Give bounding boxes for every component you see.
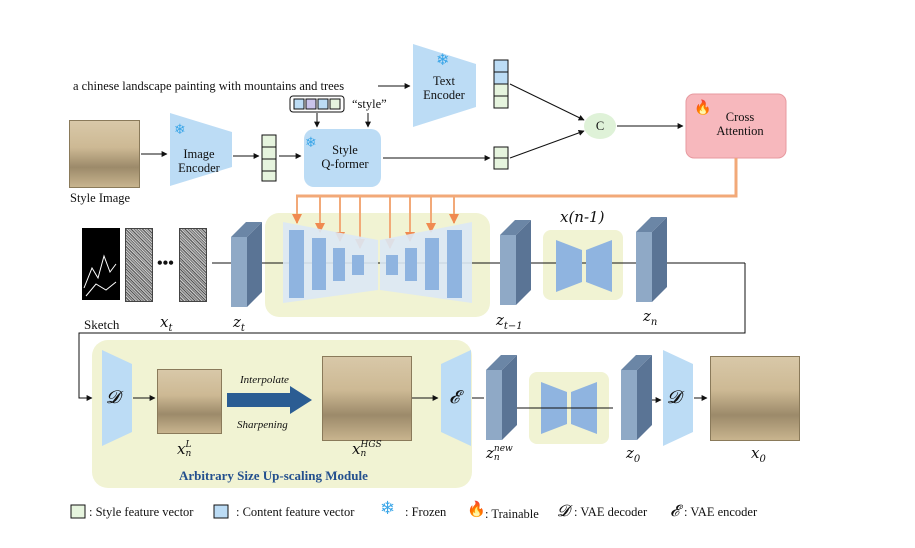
legend-style-swatch [70, 504, 86, 519]
legend-frozen-text: : Frozen [405, 505, 447, 519]
legend-fire-icon: 🔥 [467, 502, 486, 518]
latent-zt [231, 222, 262, 307]
x0-image [710, 356, 800, 441]
xt-label: xt [160, 313, 173, 334]
xn1-autoencoder [556, 240, 612, 292]
legend-content-text: : Content feature vector [236, 505, 355, 519]
content-vector-image [261, 134, 277, 182]
cross-attention-feed [296, 158, 738, 198]
sharpening-label: Sharpening [237, 419, 288, 431]
legend-encoder-symbol: 𝓔 [670, 501, 680, 520]
prompt-text: a chinese landscape painting with mounta… [73, 79, 345, 93]
legend-style-text: : Style feature vector [89, 505, 194, 519]
module-label: Arbitrary Size Up-scaling Module [179, 468, 368, 483]
z0-label: z0 [626, 444, 641, 465]
concat-circle [584, 113, 616, 139]
xn1-label: x(n-1) [560, 208, 605, 226]
vae-encoder-shape [441, 350, 471, 446]
upscaling-module-panel [92, 340, 472, 488]
ellipsis: ••• [157, 255, 174, 272]
style-image-label: Style Image [70, 191, 131, 205]
legend-decoder-symbol: 𝓓 [557, 501, 570, 520]
vae-decoder-shape-2 [663, 350, 693, 446]
query-tokens [289, 95, 345, 113]
text-vector [493, 59, 509, 109]
vae-decoder-symbol-1: 𝓓 [106, 387, 120, 408]
x0-label: x0 [751, 444, 766, 465]
vae-decoder-shape-1 [102, 350, 132, 446]
legend-encoder-text: : VAE encoder [684, 505, 758, 519]
image-encoder-shape [170, 113, 232, 186]
snowflake-icon: ❄ [174, 123, 186, 138]
legend-content-swatch [213, 504, 229, 519]
text-encoder-shape [413, 44, 476, 127]
style-image [69, 120, 140, 188]
interpolate-label: Interpolate [240, 374, 289, 386]
zn-label: zn [643, 307, 658, 328]
interpolate-arrow [227, 386, 312, 414]
snowflake-icon: ❄ [305, 136, 317, 151]
legend-decoder-text: : VAE decoder [574, 505, 648, 519]
vae-decoder-symbol-2: 𝓓 [667, 387, 681, 408]
xnL-image [157, 369, 222, 434]
latent-zn [636, 217, 667, 302]
legend-trainable-text: : Trainable [485, 507, 539, 521]
style-word: “style” [352, 97, 387, 111]
zt-label: zt [233, 313, 245, 334]
zt1-label: zt−1 [496, 311, 523, 332]
style-vector-output [493, 146, 509, 170]
sketch-image [82, 228, 120, 300]
fire-icon: 🔥 [694, 101, 712, 116]
sketch-label: Sketch [84, 317, 120, 332]
legend-snowflake-icon: ❄ [380, 498, 396, 518]
unet [283, 222, 472, 303]
noise-image-1 [125, 228, 153, 302]
latent-zt1 [500, 220, 531, 305]
concat-label: C [595, 119, 605, 133]
snowflake-icon: ❄ [436, 52, 450, 69]
xnHGS-image [322, 356, 412, 441]
style-qformer-shape [304, 129, 381, 187]
latent-znnew [486, 355, 517, 440]
vae-encoder-symbol: 𝓔 [449, 387, 460, 408]
noise-image-2 [179, 228, 207, 302]
latent-z0 [621, 355, 652, 440]
